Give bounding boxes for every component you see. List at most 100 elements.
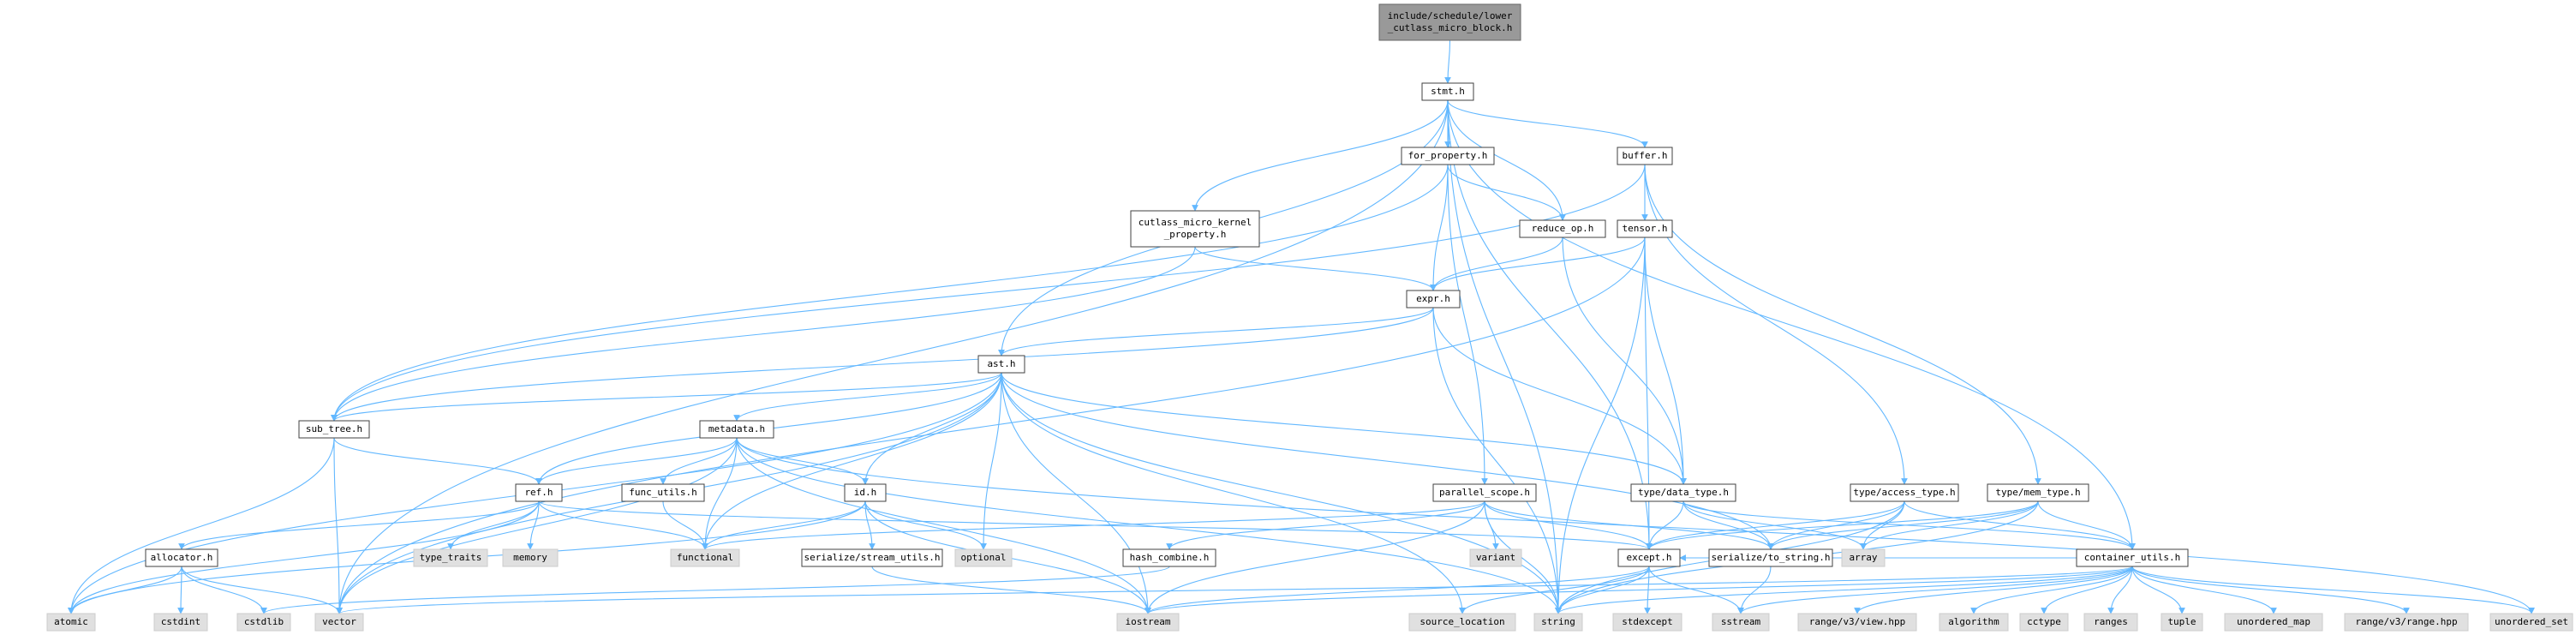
node-serialize-to-string[interactable]: serialize/to_string.h	[1708, 548, 1833, 567]
node-metadata[interactable]: metadata.h	[699, 420, 774, 439]
node-buffer[interactable]: buffer.h	[1617, 147, 1673, 165]
node-serialize-stream[interactable]: serialize/stream_utils.h	[801, 548, 943, 567]
node-label: array	[1849, 552, 1877, 563]
node-source-location: source_location	[1408, 613, 1516, 632]
edge-for_property-to-sub_tree	[331, 164, 1449, 422]
node-container-utils[interactable]: container_utils.h	[2076, 548, 2189, 567]
edge-stmt-to-cutlass_prop	[1192, 99, 1449, 212]
edge-ast-to-optional	[980, 372, 1002, 550]
edge-parallel_scope-to-hash_combine	[1166, 500, 1485, 550]
edge-ref-to-allocator	[178, 500, 540, 550]
edge-stmt-to-container_utils	[1447, 99, 2136, 550]
node-label: reduce_op.h	[1532, 223, 1594, 234]
edge-tensor-to-expr	[1430, 237, 1646, 291]
node-label: for_property.h	[1408, 150, 1488, 161]
node-box	[1432, 483, 1537, 502]
node-box	[2083, 613, 2138, 632]
node-box	[515, 483, 563, 502]
edge-except-to-source_location	[1459, 566, 1650, 614]
node-label: functional	[677, 552, 733, 563]
node-ref[interactable]: ref.h	[515, 483, 563, 502]
node-access-type[interactable]: type/access_type.h	[1850, 483, 1959, 502]
node-data-type[interactable]: type/data_type.h	[1630, 483, 1736, 502]
edge-sub_tree-to-ref	[333, 437, 542, 485]
node-functional: functional	[670, 548, 740, 567]
node-label: atomic	[54, 616, 88, 627]
node-stmt[interactable]: stmt.h	[1421, 82, 1474, 101]
node-for-property[interactable]: for_property.h	[1401, 147, 1495, 165]
node-vector: vector	[314, 613, 364, 632]
node-id[interactable]: id.h	[844, 483, 887, 502]
node-unordered-set: unordered_set	[2489, 613, 2573, 632]
node-box	[1850, 483, 1959, 502]
edge-mem_type-to-serialize_to_string	[1767, 500, 2039, 550]
edge-id-to-functional	[702, 500, 866, 550]
node-label: hash_combine.h	[1130, 552, 1210, 563]
node-box	[1378, 3, 1521, 41]
node-hash-combine[interactable]: hash_combine.h	[1122, 548, 1216, 567]
node-label: cstdint	[161, 616, 200, 627]
node-box	[2489, 613, 2573, 632]
node-label: sub_tree.h	[306, 423, 362, 434]
edge-metadata-to-string	[736, 437, 1562, 614]
edge-allocator-to-cstdint	[177, 566, 184, 614]
node-tuple: tuple	[2161, 613, 2203, 632]
node-box	[621, 483, 705, 502]
edge-stmt-to-vector	[336, 99, 1449, 614]
node-box	[1797, 613, 1917, 632]
node-ast[interactable]: ast.h	[977, 355, 1025, 374]
node-box	[502, 548, 559, 567]
edge-root-to-stmt	[1444, 39, 1451, 84]
edges-layer	[68, 39, 2535, 614]
edge-expr-to-sub_tree	[331, 307, 1434, 422]
edge-stmt-to-reduce_op	[1447, 99, 1566, 221]
node-expr[interactable]: expr.h	[1406, 290, 1461, 309]
node-root[interactable]: include/schedule/lower_cutlass_micro_blo…	[1378, 3, 1521, 41]
node-label: _cutlass_micro_block.h	[1388, 22, 1513, 33]
node-allocator[interactable]: allocator.h	[145, 548, 218, 567]
node-sub-tree[interactable]: sub_tree.h	[298, 420, 370, 439]
edge-allocator-to-vector	[181, 566, 343, 614]
node-box	[1612, 613, 1682, 632]
node-box	[699, 420, 774, 439]
edge-ast-to-metadata	[733, 372, 1002, 422]
node-optional: optional	[954, 548, 1013, 567]
edge-ref-to-functional	[538, 500, 708, 550]
node-box	[1130, 210, 1260, 248]
edge-expr-to-ast	[998, 307, 1434, 356]
node-reduce-op[interactable]: reduce_op.h	[1519, 219, 1606, 238]
node-box	[236, 613, 291, 632]
node-label: source_location	[1419, 616, 1504, 627]
node-except[interactable]: except.h	[1617, 548, 1681, 567]
edge-metadata-to-functional	[702, 437, 738, 550]
node-variant: variant	[1469, 548, 1522, 567]
edge-ast-to-functional	[702, 372, 1002, 550]
node-box	[1708, 548, 1833, 567]
node-box	[2076, 548, 2189, 567]
node-label: buffer.h	[1623, 150, 1668, 161]
edge-parallel_scope-to-functional	[702, 500, 1485, 550]
node-cstdint: cstdint	[153, 613, 208, 632]
node-string: string	[1533, 613, 1583, 632]
node-algorithm: algorithm	[1939, 613, 2009, 632]
node-label: vector	[322, 616, 356, 627]
node-label: cctype	[2027, 616, 2061, 627]
node-mem-type[interactable]: type/mem_type.h	[1987, 483, 2089, 502]
edge-ref-to-type_traits	[447, 500, 540, 550]
node-func-utils[interactable]: func_utils.h	[621, 483, 705, 502]
node-cutlass-prop[interactable]: cutlass_micro_kernel_property.h	[1130, 210, 1260, 248]
edge-parallel_scope-to-iostream	[1145, 500, 1485, 614]
node-label: parallel_scope.h	[1439, 487, 1530, 498]
node-box	[670, 548, 740, 567]
node-tensor[interactable]: tensor.h	[1617, 219, 1673, 238]
edge-parallel_scope-to-serialize_to_string	[1484, 500, 1774, 550]
node-label: id.h	[854, 487, 877, 498]
node-label: stdexcept	[1622, 616, 1673, 627]
node-parallel-scope[interactable]: parallel_scope.h	[1432, 483, 1537, 502]
edge-access_type-to-except	[1646, 500, 1905, 550]
node-box	[2019, 613, 2069, 632]
edge-cutlass_prop-to-expr	[1194, 246, 1437, 291]
edge-ast-to-source_location	[1001, 372, 1466, 614]
node-cstdlib: cstdlib	[236, 613, 291, 632]
